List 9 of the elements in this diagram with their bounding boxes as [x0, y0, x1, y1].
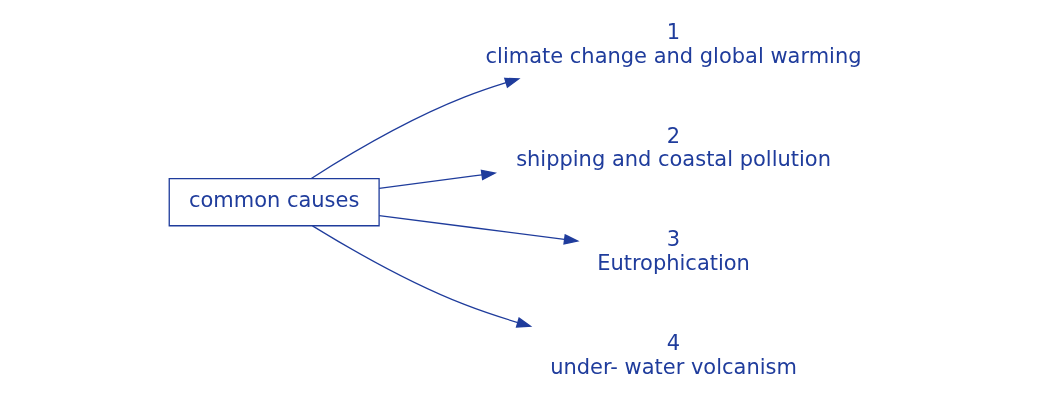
node-box: common causes — [168, 177, 380, 227]
node-text: 3 Eutrophication — [597, 227, 750, 276]
node-text: 1 climate change and global warming — [485, 20, 862, 68]
arrow — [310, 77, 521, 180]
node-text: 4 under- water volcanism — [550, 331, 797, 379]
node-text: 2 shipping and coastal pollution — [516, 123, 831, 172]
arrow — [311, 225, 533, 328]
arrow — [378, 169, 497, 190]
arrow — [378, 214, 580, 245]
